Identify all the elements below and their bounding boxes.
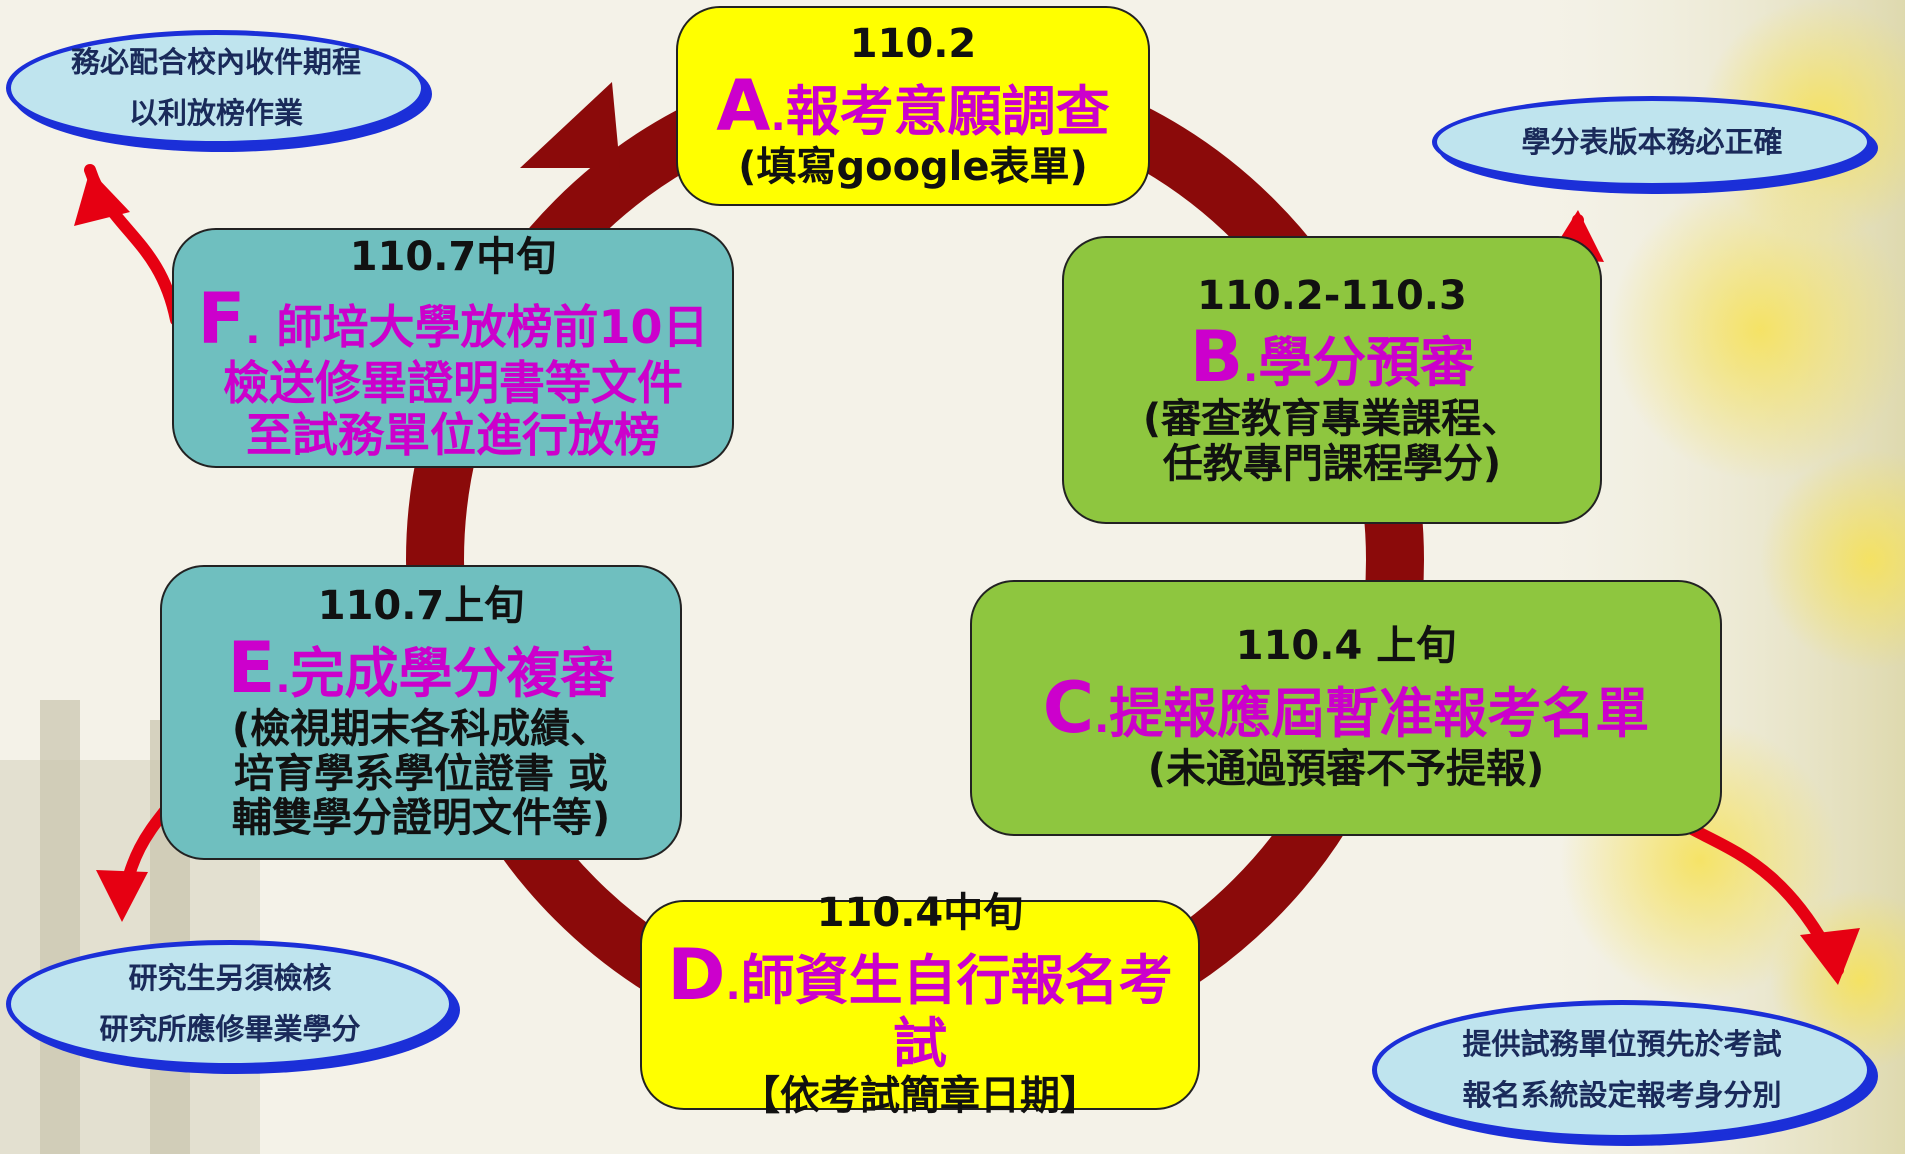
note-bottom-left: 研究生另須檢核 研究所應修畢業學分 [6, 940, 454, 1068]
step-b-letter: B [1189, 316, 1244, 399]
step-d-box: 110.4中旬 D.師資生自行報名考試 【依考試簡章日期】 [640, 890, 1200, 1119]
step-b-title-text: 學分預審 [1258, 331, 1475, 395]
step-c-date: 110.4 上旬 [1235, 623, 1457, 669]
step-e-letter: E [227, 626, 276, 709]
step-f-title-line3: 至試務單位進行放榜 [246, 407, 660, 462]
step-c-box: 110.4 上旬 C.提報應屆暫准報考名單 (未通過預審不予提報) [970, 580, 1722, 836]
step-b-sub2: 任教專門課程學分) [1162, 440, 1502, 487]
step-a-box: 110.2 A.報考意願調查 (填寫google表單) [676, 6, 1150, 206]
step-d-letter: D [667, 933, 726, 1016]
callout-arrowhead-e [96, 870, 148, 922]
step-f-title-line2: 檢送修畢證明書等文件 [223, 356, 683, 411]
note-bottom-right-line1: 提供試務單位預先於考試 [1462, 1027, 1782, 1062]
cycle-arrowhead [520, 82, 620, 168]
step-f-title-line1: F. 師培大學放榜前10日 [197, 277, 709, 360]
note-bottom-left-line1: 研究生另須檢核 [128, 961, 332, 996]
note-top-left: 務必配合校內收件期程 以利放榜作業 [6, 30, 426, 146]
step-d-sub: 【依考試簡章日期】 [740, 1073, 1100, 1120]
step-c-title: C.提報應屆暫准報考名單 [1042, 666, 1650, 749]
note-bottom-left-line2: 研究所應修畢業學分 [99, 1012, 361, 1046]
step-e-sub2: 培育學系學位證書 或 [234, 750, 608, 797]
step-e-sub1: (檢視期末各科成績、 [231, 705, 611, 752]
step-c-sub: (未通過預審不予提報) [1147, 746, 1545, 793]
step-c-letter: C [1042, 666, 1095, 749]
step-d-title-text: 師資生自行報名考試 [740, 948, 1173, 1075]
step-c-title-text: 提報應屆暫准報考名單 [1109, 681, 1650, 745]
step-b-box: 110.2-110.3 B.學分預審 (審查教育專業課程、 任教專門課程學分) [1062, 236, 1602, 524]
step-a-title-text: 報考意願調查 [785, 79, 1110, 143]
step-d-title: D.師資生自行報名考試 [667, 933, 1173, 1075]
note-bottom-right: 提供試務單位預先於考試 報名系統設定報考身分別 [1372, 1000, 1872, 1140]
step-d-date: 110.4中旬 [816, 889, 1024, 936]
callout-arrowhead-c [1800, 928, 1860, 985]
step-e-title: E.完成學分複審 [227, 626, 615, 709]
note-bottom-right-line2: 報名系統設定報考身分別 [1462, 1078, 1782, 1112]
step-e-date: 110.7上旬 [317, 582, 525, 629]
step-a-date: 110.2 [849, 21, 977, 67]
note-top-left-line2: 以利放榜作業 [128, 96, 303, 130]
step-a-letter: A [716, 64, 771, 147]
step-f-letter: F [197, 277, 246, 360]
note-top-right-line1: 學分表版本務必正確 [1521, 124, 1783, 159]
note-top-right: 學分表版本務必正確 [1432, 96, 1872, 188]
note-top-left-line1: 務必配合校內收件期程 [70, 45, 361, 80]
callout-arrowhead-f [74, 170, 130, 226]
step-f-title-text1: 師培大學放榜前10日 [260, 299, 709, 354]
step-e-box: 110.7上旬 E.完成學分複審 (檢視期末各科成績、 培育學系學位證書 或 輔… [160, 565, 682, 860]
step-f-date: 110.7中旬 [349, 233, 557, 280]
step-b-title: B.學分預審 [1189, 316, 1475, 399]
step-f-box: 110.7中旬 F. 師培大學放榜前10日 檢送修畢證明書等文件 至試務單位進行… [172, 228, 734, 468]
step-e-title-text: 完成學分複審 [290, 641, 615, 705]
step-a-title: A.報考意願調查 [716, 64, 1110, 147]
step-b-sub1: (審查教育專業課程、 [1142, 395, 1522, 442]
step-b-date: 110.2-110.3 [1197, 272, 1467, 319]
step-e-sub3: 輔雙學分證明文件等) [231, 795, 611, 842]
step-a-sub: (填寫google表單) [738, 144, 1088, 191]
